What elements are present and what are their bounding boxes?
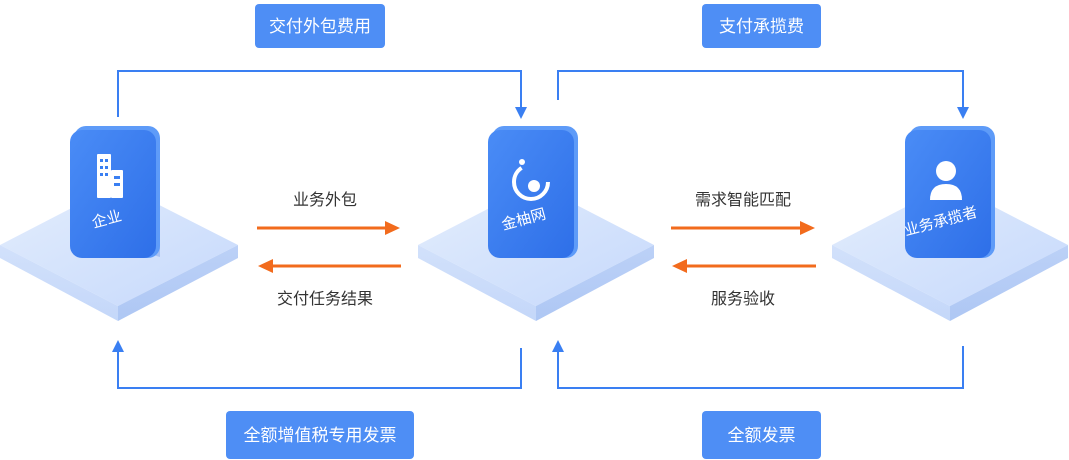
top-left-connector xyxy=(117,70,527,119)
bottom-tag-left: 全额增值税专用发票 xyxy=(226,411,414,459)
outsource-label: 业务外包 xyxy=(293,190,357,209)
bottom-right-connector xyxy=(552,340,964,389)
bottom-tag-left-label: 全额增值税专用发票 xyxy=(244,426,397,446)
top-tag-left: 交付外包费用 xyxy=(255,4,385,48)
outsource-arrow xyxy=(257,221,400,235)
service-accept-arrow xyxy=(672,259,816,273)
top-right-connector xyxy=(557,70,969,119)
logo-icon xyxy=(512,159,550,201)
smart-match-label: 需求智能匹配 xyxy=(695,190,791,209)
deliver-result-arrow xyxy=(258,259,401,273)
service-accept-label: 服务验收 xyxy=(711,289,775,308)
bottom-left-connector xyxy=(112,340,522,389)
bottom-tag-right: 全额发票 xyxy=(702,411,821,459)
enterprise-node: 企业 xyxy=(0,126,238,321)
building-icon xyxy=(97,154,123,198)
top-tag-right: 支付承揽费 xyxy=(702,4,821,48)
top-tag-right-label: 支付承揽费 xyxy=(719,17,804,37)
bottom-tag-right-label: 全额发票 xyxy=(728,426,796,446)
deliver-result-label: 交付任务结果 xyxy=(277,289,373,308)
person-icon xyxy=(930,161,962,200)
top-tag-left-label: 交付外包费用 xyxy=(269,17,371,37)
platform-node: 金柚网 xyxy=(418,126,654,321)
contractor-node: 业务承揽者 xyxy=(832,126,1068,321)
smart-match-arrow xyxy=(671,221,815,235)
